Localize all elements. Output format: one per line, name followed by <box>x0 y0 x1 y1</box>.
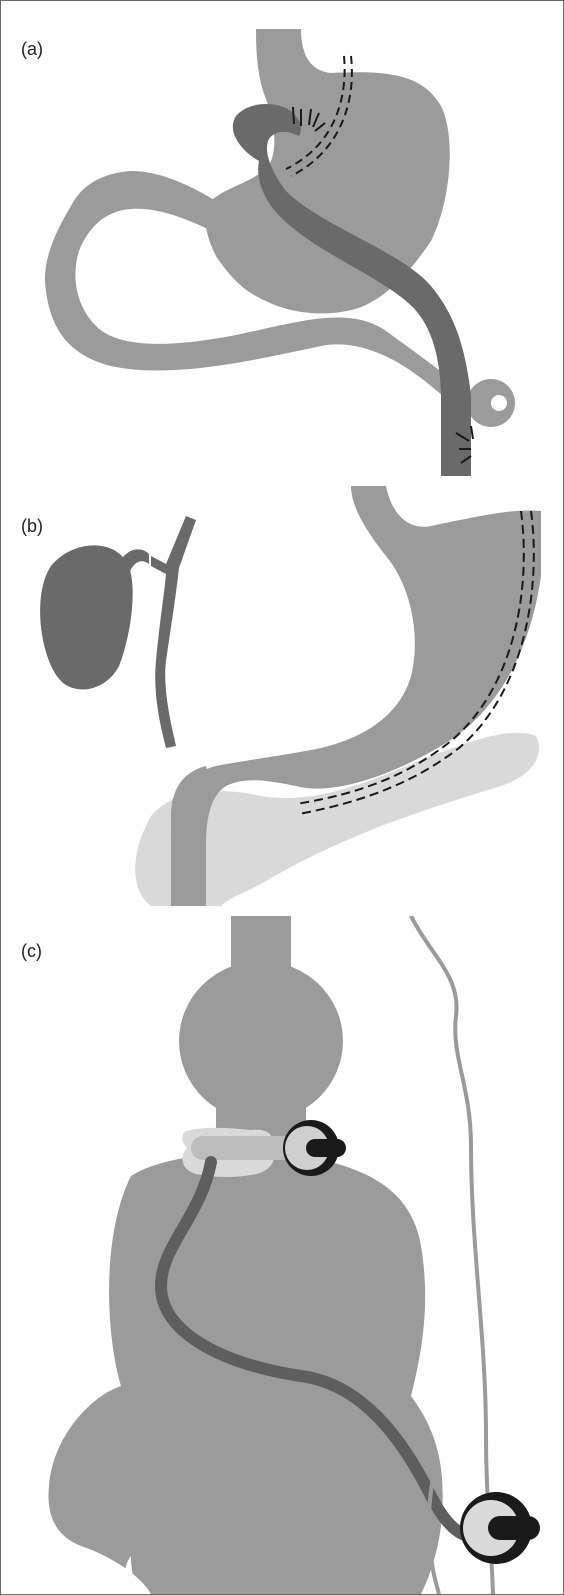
duodenum <box>171 766 211 906</box>
gallbladder <box>40 545 133 689</box>
panel-a: (a) <box>1 1 563 486</box>
panel-c: (c) <box>1 916 563 1595</box>
panel-b-illustration <box>1 486 563 916</box>
distal-bulb-notch <box>491 395 507 411</box>
band-buckle-clasp <box>306 1139 346 1157</box>
panel-a-illustration <box>1 1 563 486</box>
panel-c-label: (c) <box>21 941 42 962</box>
panel-b-label: (b) <box>21 516 43 537</box>
access-port-septum <box>488 1516 540 1540</box>
panel-b: (b) <box>1 486 563 916</box>
panel-a-label: (a) <box>21 39 43 60</box>
panel-c-illustration <box>1 916 563 1594</box>
bile-duct <box>119 516 196 748</box>
lower-stomach <box>48 1152 442 1594</box>
